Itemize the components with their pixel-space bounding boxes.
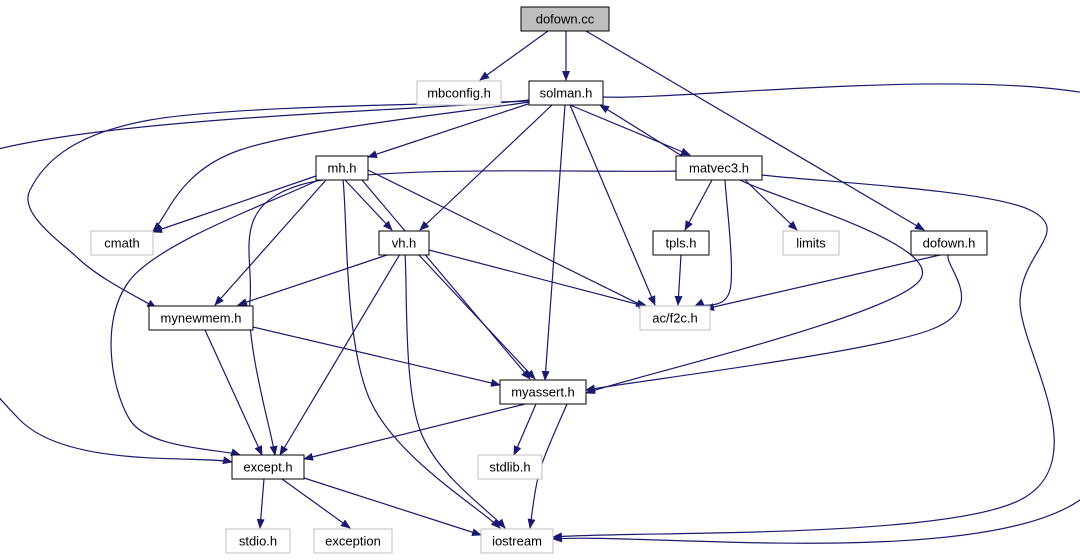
- node-label: solman.h: [540, 86, 593, 101]
- node-layer: dofown.cc mbconfig.h solman.h mh.h matvec3.h…: [90, 6, 988, 554]
- edge-matvec3-h-to-tpls-h: [684, 179, 713, 231]
- edge-dofown-h-to-ac-f2c-h: [704, 254, 941, 311]
- edge-mynewmem-h-to-except-h: [204, 329, 263, 456]
- edge-mh-h-to-myassert-h: [361, 179, 531, 380]
- edge-vh-h-to-mynewmem-h: [237, 253, 391, 306]
- edge-solman-h-to-cmath: [152, 101, 530, 232]
- edge-vh-h-to-iostream: [404, 253, 506, 529]
- node-label: mbconfig.h: [427, 86, 491, 101]
- edge-mh-h-to-ac-f2c-h: [367, 169, 646, 308]
- node-box: [90, 230, 154, 256]
- node-box: [499, 379, 587, 405]
- edge-matvec3-h-to-except-h: [248, 170, 677, 456]
- node-myassert-h[interactable]: myassert.h: [499, 379, 587, 405]
- node-box: [520, 6, 610, 32]
- node-box: [652, 230, 710, 256]
- node-ac-f2c-h: ac/f2c.h: [639, 305, 711, 331]
- edge-solman-h-to-myassert-h: [541, 104, 566, 381]
- edge-solman-h-to-mh-h: [367, 102, 532, 158]
- node-box: [225, 528, 291, 554]
- node-tpls-h[interactable]: tpls.h: [652, 230, 710, 256]
- node-solman-h[interactable]: solman.h: [528, 80, 604, 106]
- node-label: dofown.h: [923, 236, 976, 251]
- edge-mh-h-to-iostream: [342, 179, 501, 529]
- edge-mh-h-to-vh-h: [344, 179, 393, 231]
- edge-except-h-to-iostream: [303, 477, 482, 537]
- edge-dofown-cc-to-dofown-h: [585, 30, 925, 231]
- node-label: vh.h: [392, 236, 417, 251]
- node-dofown-cc[interactable]: dofown.cc: [520, 6, 610, 32]
- edge-dofown-h-to-myassert-h: [585, 254, 963, 393]
- edge-solman-h-to-vh-h: [419, 104, 553, 231]
- node-mynewmem-h[interactable]: mynewmem.h: [148, 305, 254, 331]
- node-label: ac/f2c.h: [652, 311, 698, 326]
- edge-vh-h-to-ac-f2c-h: [428, 249, 649, 309]
- node-label: mh.h: [328, 161, 357, 176]
- edge-except-h-to-exception: [281, 478, 351, 529]
- node-box: [416, 80, 502, 106]
- edge-solman-h-to-mynewmem-h: [27, 100, 530, 309]
- node-box: [477, 454, 543, 480]
- edge-mh-h-to-except-h: [110, 179, 319, 457]
- node-label: myassert.h: [511, 385, 575, 400]
- node-vh-h[interactable]: vh.h: [378, 230, 430, 256]
- node-mh-h[interactable]: mh.h: [315, 155, 369, 181]
- node-label: stdlib.h: [489, 460, 530, 475]
- edge-solman-h-to-matvec3-h: [569, 104, 691, 156]
- edge-except-h-to-stdio-h: [256, 478, 265, 529]
- edge-solman-h-to-except-h: [0, 99, 530, 465]
- edge-myassert-h-to-stdlib-h: [513, 403, 537, 456]
- node-label: dofown.cc: [536, 12, 595, 27]
- edge-solman-h-to-ac-f2c-h: [569, 104, 656, 306]
- node-label: matvec3.h: [689, 161, 749, 176]
- edge-vh-h-to-except-h: [279, 253, 401, 456]
- node-label: tpls.h: [665, 236, 696, 251]
- node-dofown-h[interactable]: dofown.h: [910, 230, 988, 256]
- node-iostream: iostream: [480, 528, 554, 554]
- node-matvec3-h[interactable]: matvec3.h: [675, 155, 763, 181]
- node-box: [313, 528, 393, 554]
- node-mbconfig-h: mbconfig.h: [416, 80, 502, 106]
- node-label: mynewmem.h: [161, 311, 242, 326]
- node-box: [675, 155, 763, 181]
- node-box: [782, 230, 840, 256]
- edge-mh-h-to-mynewmem-h: [214, 179, 327, 306]
- edge-vh-h-to-myassert-h: [417, 253, 536, 380]
- node-box: [315, 155, 369, 181]
- edge-solman-h-to-iostream: [552, 83, 1080, 544]
- node-box: [528, 80, 604, 106]
- node-label: exception: [325, 534, 381, 549]
- edge-matvec3-h-to-solman-h: [599, 104, 683, 157]
- node-box: [148, 305, 254, 331]
- node-label: except.h: [243, 460, 292, 475]
- node-exception: exception: [313, 528, 393, 554]
- node-box: [378, 230, 430, 256]
- node-box: [231, 454, 305, 480]
- edge-mynewmem-h-to-myassert-h: [252, 326, 501, 387]
- edge-matvec3-h-to-myassert-h: [585, 179, 924, 394]
- edge-dofown-cc-to-mbconfig-h: [479, 30, 549, 81]
- edge-matvec3-h-to-limits: [744, 179, 798, 231]
- edge-myassert-h-to-except-h: [303, 403, 526, 461]
- node-except-h[interactable]: except.h: [231, 454, 305, 480]
- edge-mh-h-to-cmath: [152, 175, 317, 233]
- node-stdlib-h: stdlib.h: [477, 454, 543, 480]
- node-label: stdio.h: [239, 534, 277, 549]
- node-label: cmath: [104, 236, 139, 251]
- node-stdio-h: stdio.h: [225, 528, 291, 554]
- node-box: [480, 528, 554, 554]
- edge-tpls-h-to-ac-f2c-h: [674, 254, 683, 306]
- node-box: [910, 230, 988, 256]
- node-label: iostream: [492, 534, 542, 549]
- node-limits: limits: [782, 230, 840, 256]
- node-cmath: cmath: [90, 230, 154, 256]
- node-label: limits: [796, 236, 826, 251]
- edge-matvec3-h-to-iostream: [552, 174, 1055, 541]
- node-box: [639, 305, 711, 331]
